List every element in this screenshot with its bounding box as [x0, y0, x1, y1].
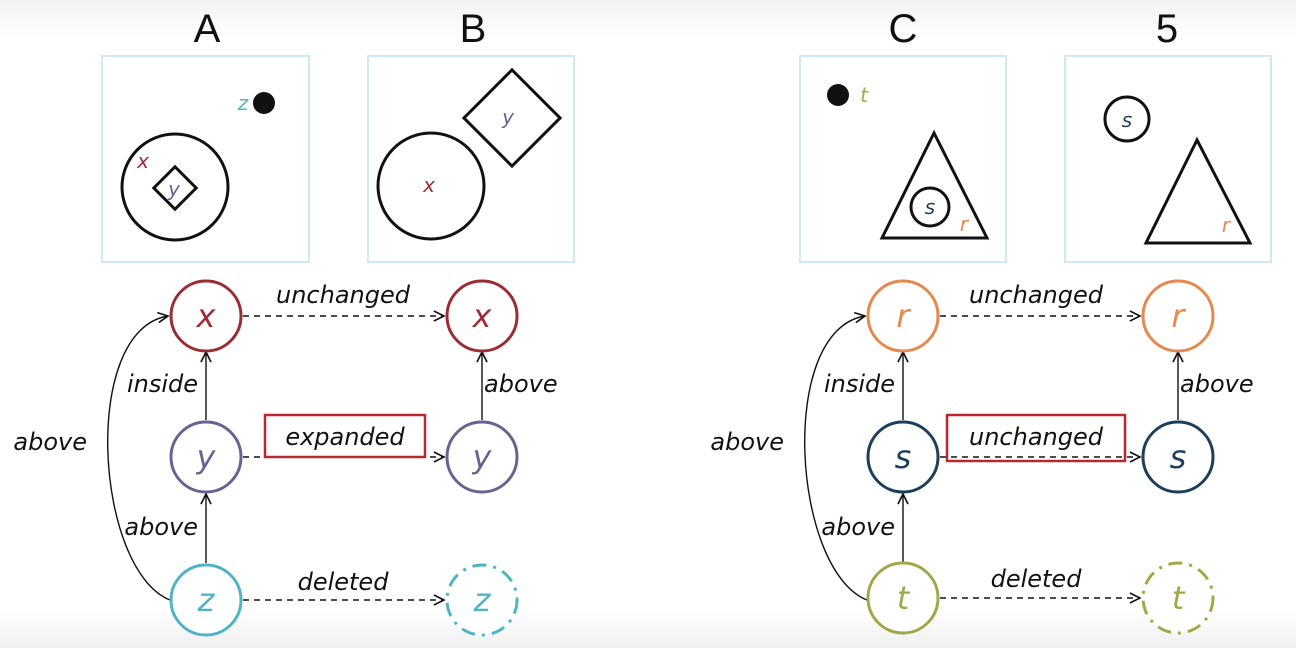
svg-text:s: s: [895, 438, 912, 476]
node-t: t: [866, 561, 940, 635]
object-x-circle: [120, 132, 230, 242]
label-y: y: [501, 105, 515, 129]
object-y-diamond: [461, 67, 563, 169]
node-x-after: x: [445, 279, 519, 353]
label-x: x: [136, 149, 149, 173]
panel-title-a: A: [194, 7, 221, 51]
svg-text:t: t: [897, 579, 911, 617]
svg-text:s: s: [1170, 438, 1187, 476]
object-s-circle: [909, 186, 951, 228]
edge-label-unchanged-highlight: unchanged: [969, 423, 1104, 451]
scene-c-box: t s r: [799, 55, 1007, 263]
object-t-dot: [827, 84, 849, 106]
edge-label-above-curve: above: [13, 428, 87, 456]
svg-text:r: r: [896, 297, 911, 335]
svg-text:z: z: [473, 581, 492, 619]
edge-label-inside: inside: [127, 370, 198, 398]
edge-label-deleted: deleted: [991, 565, 1083, 593]
panel-title-5: 5: [1156, 7, 1178, 51]
svg-text:x: x: [196, 297, 217, 335]
edge-label-deleted: deleted: [298, 568, 390, 596]
scene-5-box: s r: [1064, 55, 1272, 263]
node-s: s: [866, 420, 940, 494]
edge-label-unchanged: unchanged: [276, 281, 411, 309]
unchanged-highlight-box: [945, 413, 1127, 463]
label-r: r: [1222, 213, 1232, 237]
scene-a-box: x y z: [101, 55, 310, 263]
object-z-dot: [253, 92, 275, 114]
edge-label-above-curve: above: [710, 428, 784, 456]
object-x-circle: [376, 131, 486, 241]
label-r: r: [960, 212, 970, 236]
node-x: x: [169, 279, 243, 353]
node-y: y: [169, 420, 243, 494]
edge-label-above-after: above: [484, 370, 558, 398]
object-s-circle: [1103, 95, 1151, 143]
edge-label-inside: inside: [824, 370, 895, 398]
panel-title-c: C: [889, 7, 918, 51]
edge-label-above: above: [124, 513, 198, 541]
node-r-after: r: [1141, 279, 1215, 353]
edge-t-r: [804, 316, 868, 601]
node-z: z: [169, 563, 243, 637]
object-r-triangle: [1143, 136, 1253, 245]
label-z: z: [237, 91, 249, 115]
label-t: t: [860, 83, 869, 107]
svg-text:y: y: [472, 438, 493, 476]
node-t-deleted: t: [1141, 561, 1215, 635]
label-y: y: [167, 177, 181, 201]
object-r-triangle: [879, 129, 990, 240]
svg-text:y: y: [196, 438, 217, 476]
panel-title-b: B: [460, 7, 487, 51]
edge-label-unchanged: unchanged: [969, 281, 1104, 309]
node-z-deleted: z: [445, 563, 519, 637]
object-y-diamond: [151, 164, 199, 212]
scene-b-box: x y: [367, 55, 575, 263]
edge-z-x: [107, 316, 171, 601]
edge-label-expanded: expanded: [285, 423, 405, 451]
svg-text:r: r: [1171, 297, 1186, 335]
node-y-after: y: [445, 420, 519, 494]
node-s-after: s: [1141, 420, 1215, 494]
edge-label-above: above: [821, 513, 895, 541]
label-s: s: [925, 195, 935, 219]
node-r: r: [866, 279, 940, 353]
svg-text:x: x: [472, 297, 493, 335]
edge-label-above-after: above: [1180, 370, 1254, 398]
label-x: x: [422, 173, 435, 197]
expanded-highlight-box: [263, 413, 427, 459]
svg-text:t: t: [1172, 579, 1186, 617]
svg-text:z: z: [197, 581, 216, 619]
label-s: s: [1122, 108, 1132, 132]
